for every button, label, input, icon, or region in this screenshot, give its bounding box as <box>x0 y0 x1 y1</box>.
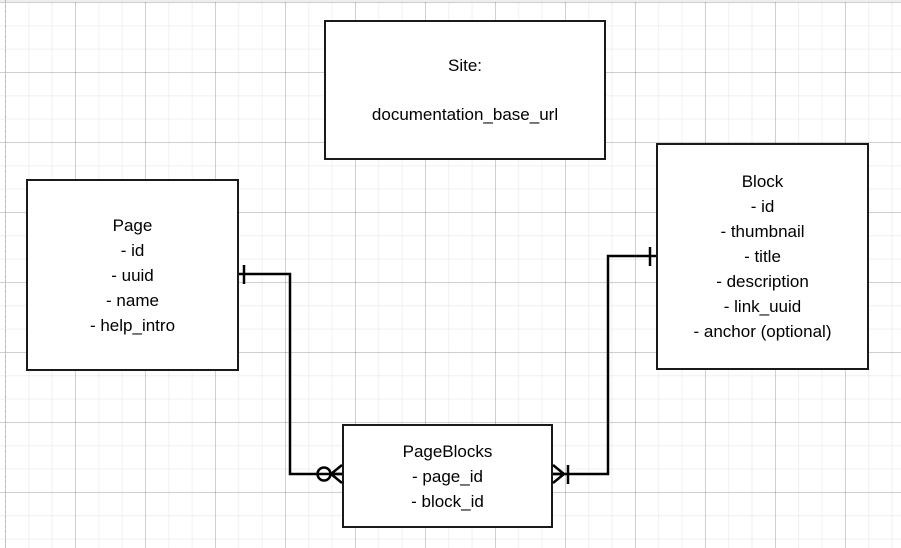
page-entity-field-help-intro: - help_intro <box>89 315 176 335</box>
site-entity-field-documentation-base-url: documentation_base_url <box>371 105 559 124</box>
block-to-pageblocks-line <box>553 254 656 476</box>
block-entity-field-thumbnail: - thumbnail <box>720 222 805 241</box>
block-entity-field-description: - description <box>716 272 809 291</box>
block-entity[interactable]: Block - id - thumbnail - title - descrip… <box>656 143 869 370</box>
block-entity-field-link-uuid: - link_uuid <box>723 297 802 316</box>
block-entity-title: Block <box>741 172 784 191</box>
page-entity[interactable]: Page - id - uuid - name - help_intro <box>26 179 239 371</box>
page-to-pageblocks-line <box>239 272 342 476</box>
site-entity-title: Site: <box>447 56 483 75</box>
site-entity[interactable]: Site: documentation_base_url <box>324 20 606 160</box>
page-to-pageblocks-relationship[interactable] <box>239 265 343 484</box>
page-entity-field-id: - id <box>120 240 145 260</box>
page-entity-field-name: - name <box>106 290 159 310</box>
page-top-edge <box>0 0 901 2</box>
pageblocks-entity-field-block-id: - block_id <box>411 491 484 511</box>
page-entity-title: Page <box>112 215 153 235</box>
pageblocks-entity-field-page-id: - page_id <box>412 466 483 486</box>
block-to-pageblocks-relationship[interactable] <box>552 247 656 484</box>
block-entity-field-id: - id <box>750 197 775 216</box>
pageblocks-entity-title: PageBlocks <box>402 441 493 461</box>
page-entity-field-uuid: - uuid <box>111 265 154 285</box>
pageblocks-entity[interactable]: PageBlocks - page_id - block_id <box>342 424 553 528</box>
block-entity-field-anchor: - anchor (optional) <box>693 322 832 341</box>
page-boundary-guide <box>5 0 6 548</box>
block-entity-field-title: - title <box>744 247 781 266</box>
